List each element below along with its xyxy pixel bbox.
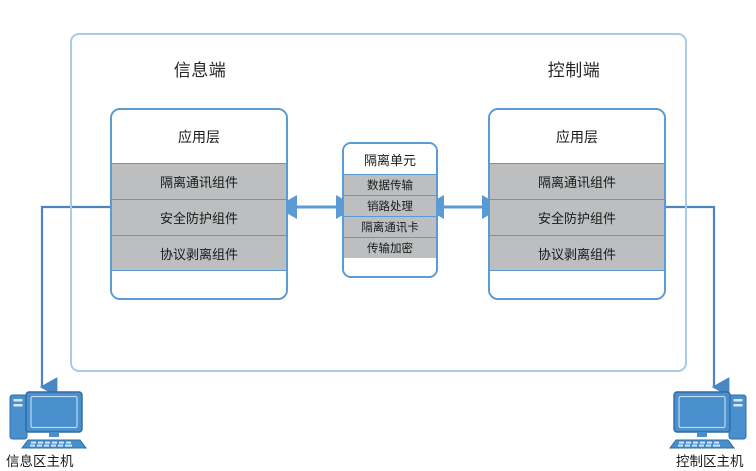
section-title-control-end: 控制端 bbox=[547, 61, 601, 81]
control-panel-footer-space bbox=[490, 271, 664, 298]
info-panel-footer-space bbox=[112, 271, 286, 298]
section-title-info-end: 信息端 bbox=[173, 61, 227, 81]
isolation-unit-box: 隔离单元 数据传输 销路处理 隔离通讯卡 传输加密 bbox=[342, 142, 438, 278]
control-panel-row-protocol-strip: 协议剥离组件 bbox=[490, 235, 664, 271]
info-panel-row-isolation-comm: 隔离通讯组件 bbox=[112, 163, 286, 199]
info-panel-rows: 隔离通讯组件 安全防护组件 协议剥离组件 bbox=[112, 163, 286, 271]
desktop-computer-icon-info bbox=[9, 391, 87, 449]
info-panel-header: 应用层 bbox=[112, 110, 286, 163]
isolation-unit-row-transfer-encryption: 传输加密 bbox=[344, 237, 436, 258]
desktop-computer-icon-control bbox=[669, 391, 747, 449]
control-panel-row-security: 安全防护组件 bbox=[490, 199, 664, 235]
info-panel-row-security: 安全防护组件 bbox=[112, 199, 286, 235]
isolation-unit-row-isolation-card: 隔离通讯卡 bbox=[344, 216, 436, 237]
control-panel-header: 应用层 bbox=[490, 110, 664, 163]
control-panel-row-isolation-comm: 隔离通讯组件 bbox=[490, 163, 664, 199]
control-end-panel: 应用层 隔离通讯组件 安全防护组件 协议剥离组件 bbox=[488, 108, 666, 300]
info-end-panel: 应用层 隔离通讯组件 安全防护组件 协议剥离组件 bbox=[110, 108, 288, 300]
isolation-unit-row-route-process: 销路处理 bbox=[344, 195, 436, 216]
info-panel-row-protocol-strip: 协议剥离组件 bbox=[112, 235, 286, 271]
isolation-unit-footer-space bbox=[344, 258, 436, 276]
isolation-unit-header: 隔离单元 bbox=[344, 144, 436, 174]
control-panel-rows: 隔离通讯组件 安全防护组件 协议剥离组件 bbox=[490, 163, 664, 271]
host-label-control-zone: 控制区主机 bbox=[676, 454, 744, 470]
system-boundary-box bbox=[70, 33, 687, 372]
host-label-info-zone: 信息区主机 bbox=[6, 454, 74, 470]
connector-control-panel-to-host bbox=[666, 205, 730, 397]
isolation-unit-row-data-transfer: 数据传输 bbox=[344, 174, 436, 195]
connector-info-panel-to-host bbox=[39, 205, 110, 397]
